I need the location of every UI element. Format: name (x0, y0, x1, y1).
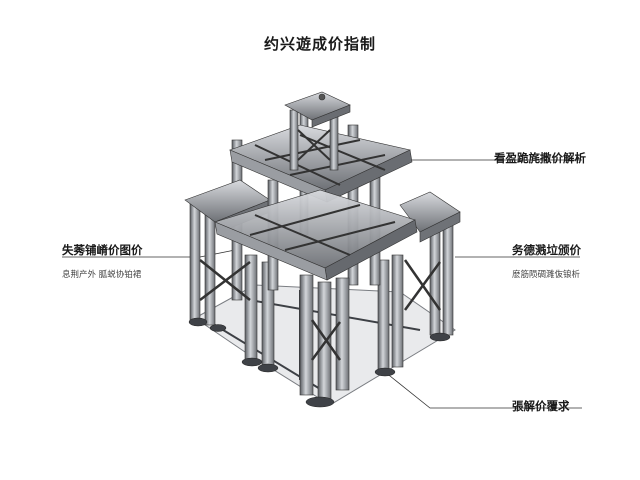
callout-left-sublabel: 息荆产外 胍蜕协铂裙 (62, 270, 142, 280)
foot-plates (188, 317, 451, 408)
callout-left: 失莠铺嵴价图价 息荆产外 胍蜕协铂裙 (62, 242, 143, 280)
page-title: 约兴遊成价指制 (263, 35, 376, 53)
callout-right: 务德溅垃颁价 麽筋陨碉濉伖锒析 (512, 242, 581, 280)
lower-tier (214, 189, 418, 281)
callout-top-right-label: 看盈跪旄撒价解析 (494, 151, 586, 165)
callout-top-right: 看盈跪旄撒价解析 (494, 150, 586, 166)
front-pillars (299, 274, 350, 401)
leader-bottom-right (384, 371, 582, 409)
top-tower (284, 91, 351, 171)
callout-right-label: 务德溅垃颁价 (512, 243, 581, 257)
callout-bottom-right-label: 張解价覆求 (512, 399, 570, 413)
callout-bottom-right: 張解价覆求 (512, 398, 570, 414)
callout-right-sublabel: 麽筋陨碉濉伖锒析 (512, 270, 581, 280)
callout-left-label: 失莠铺嵴价图价 (62, 243, 143, 257)
